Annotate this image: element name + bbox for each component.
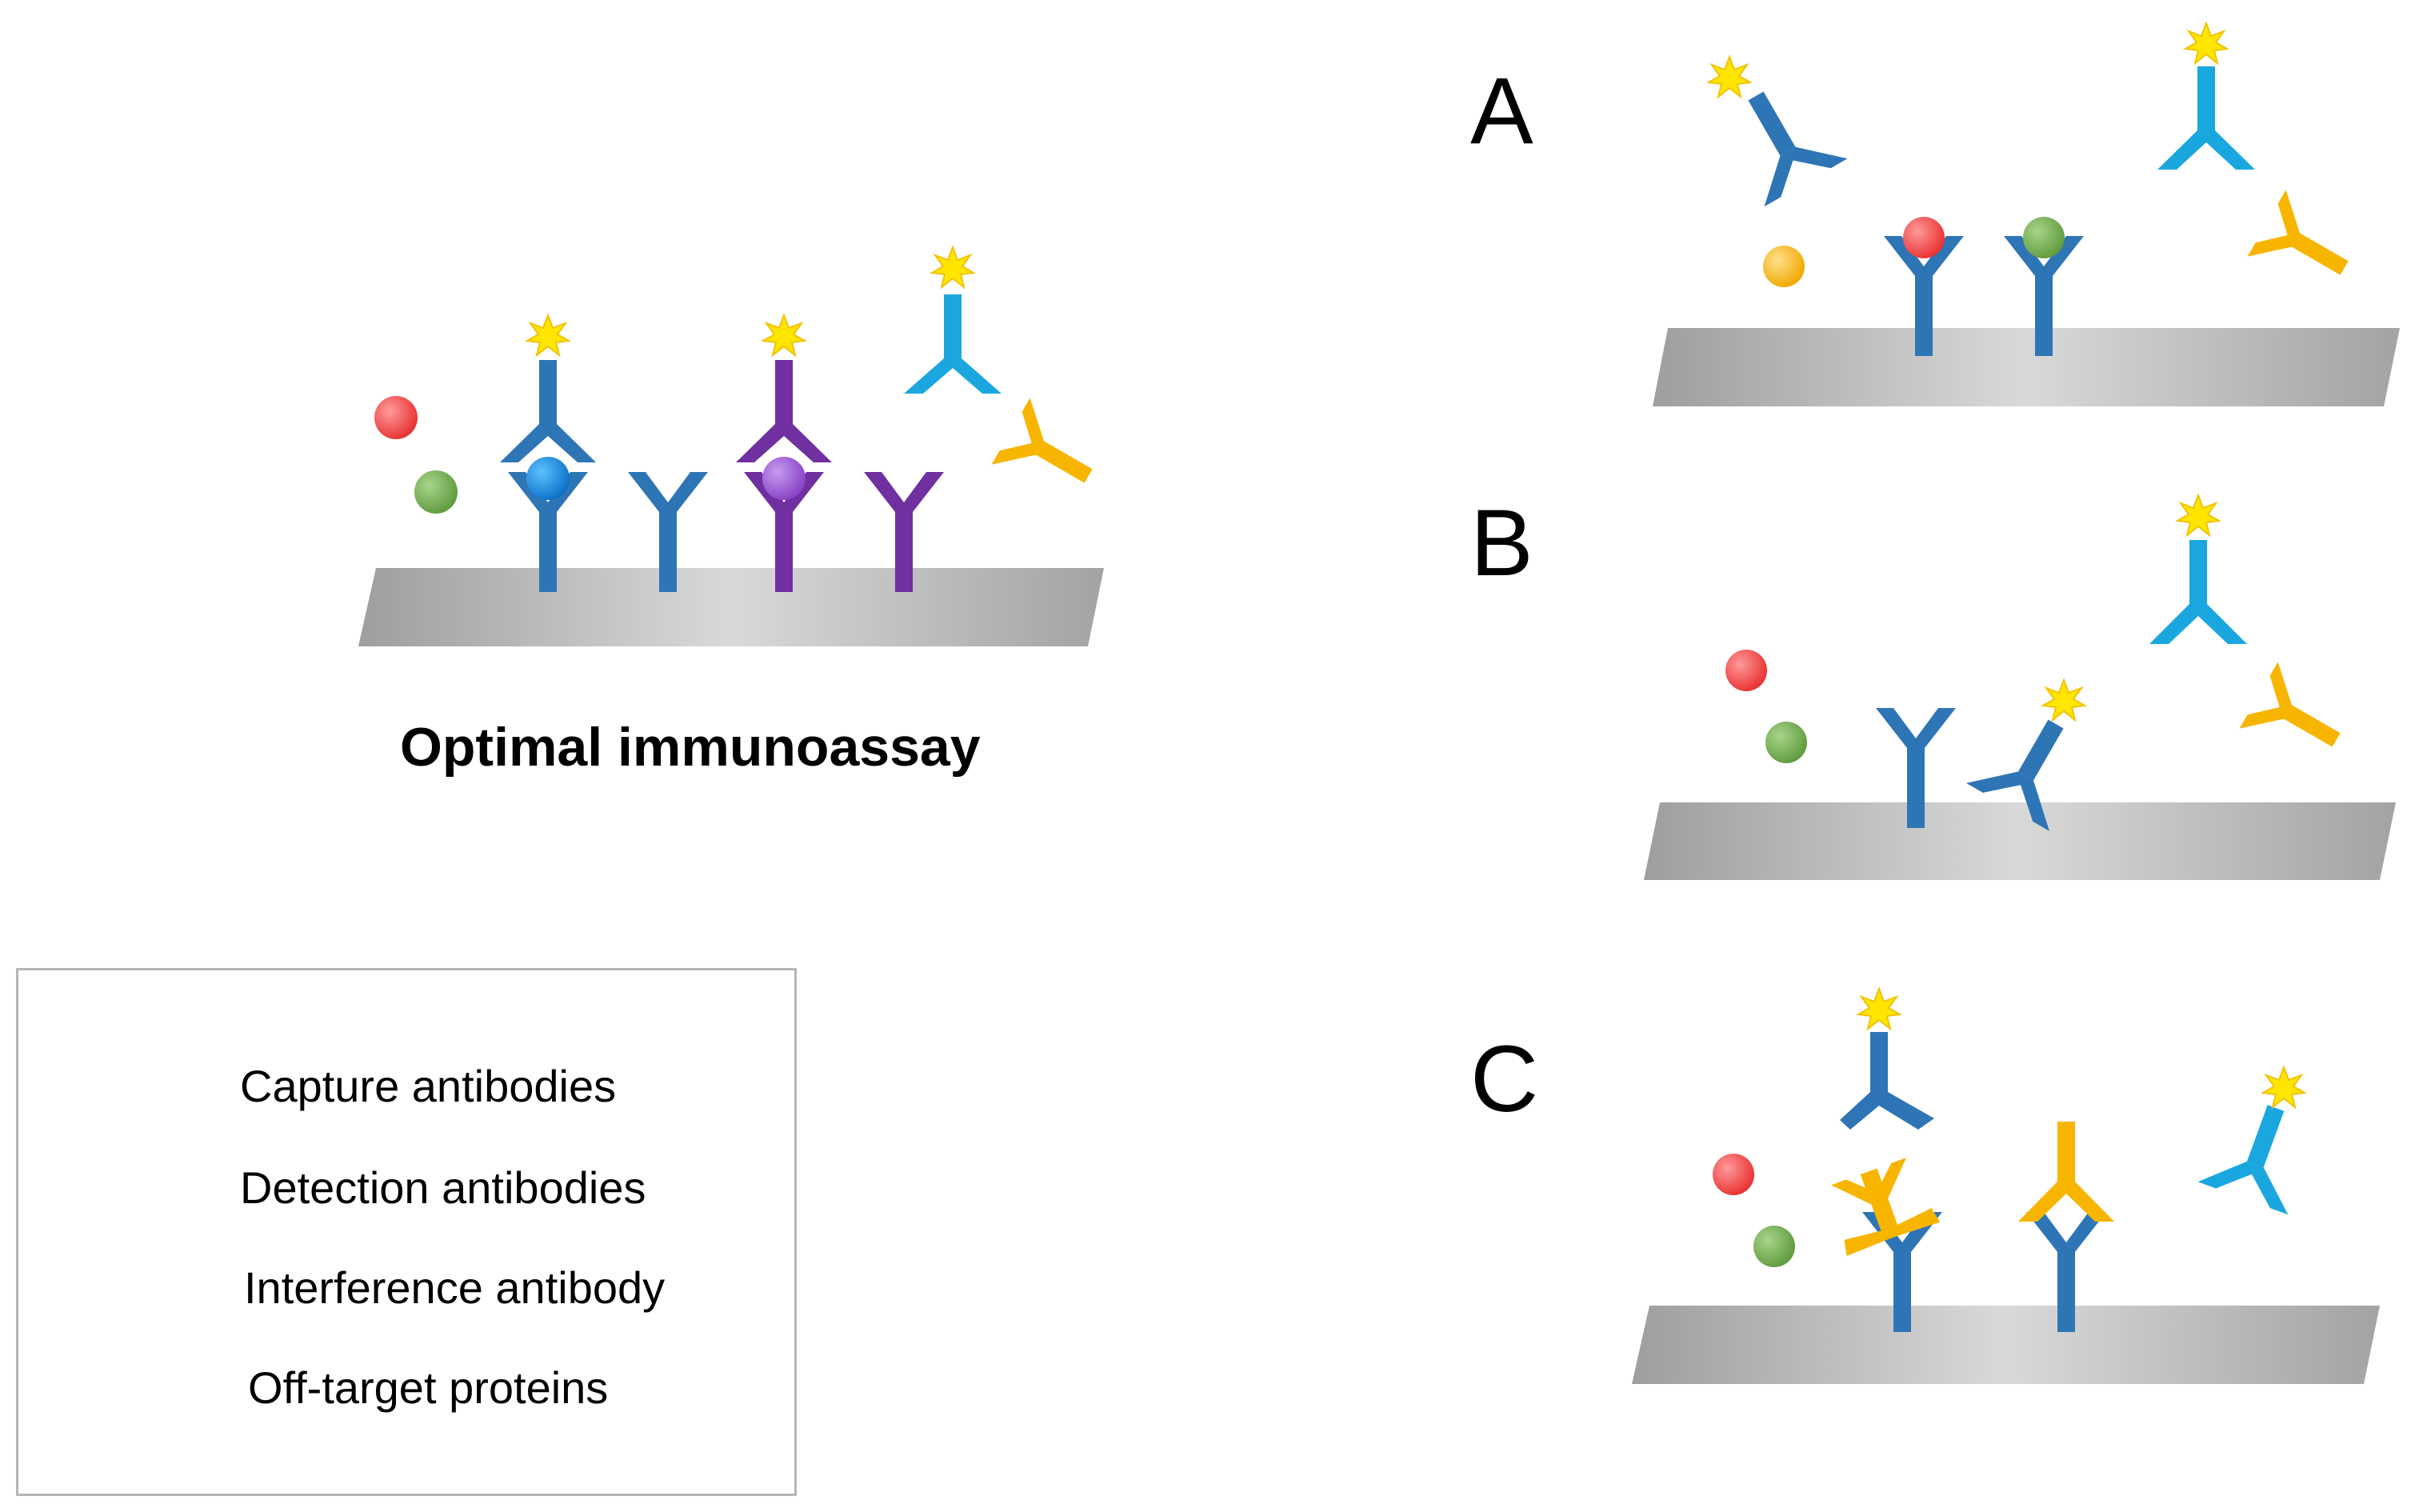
offtarget-green	[414, 470, 458, 514]
panel-a	[1708, 22, 2349, 356]
surface-plate-a	[1653, 328, 2400, 406]
label-star-b1	[2042, 679, 2085, 721]
interference-antibody-a	[2247, 190, 2349, 275]
free-detection-antibody-b	[2149, 540, 2247, 644]
page-title: Optimal immunoassay	[400, 717, 981, 778]
offtarget-red	[374, 396, 418, 439]
detection-antibody-blue	[500, 360, 596, 462]
surface-plate-c	[1632, 1306, 2380, 1384]
analyte-blue	[526, 457, 570, 500]
offtarget-green-c	[1753, 1226, 1795, 1267]
label-star-c1	[1857, 988, 1901, 1030]
interference-antibody-c1	[1831, 1158, 1941, 1256]
panel-label-a: A	[1470, 58, 1533, 164]
surface-plate-optimal	[358, 568, 1104, 646]
detection-antibody-c	[1840, 1032, 1934, 1130]
free-detection-antibody-a	[2157, 66, 2255, 170]
legend-offtarget-label: Off-target proteins	[248, 1362, 609, 1413]
protein-yellow-a	[1763, 246, 1805, 287]
panel-b	[1725, 494, 2341, 831]
offtarget-red-a	[1903, 217, 1945, 258]
interference-antibody	[991, 398, 1093, 483]
label-star-1	[526, 314, 570, 356]
offtarget-green-a	[2023, 217, 2065, 258]
free-detection-antibody-c	[2197, 1105, 2289, 1215]
legend-detection-label: Detection antibodies	[240, 1162, 646, 1213]
legend	[16, 968, 797, 1496]
panel-label-c: C	[1470, 1026, 1539, 1132]
surface-plate-b	[1644, 802, 2396, 880]
detection-antibody-a	[1748, 91, 1848, 207]
free-detection-antibody	[904, 294, 1002, 394]
interference-antibody-c2	[2018, 1122, 2114, 1222]
panel-label-b: B	[1470, 490, 1533, 596]
label-star-a2	[2185, 22, 2228, 64]
label-star-b2	[2177, 494, 2220, 536]
legend-interference-label: Interference antibody	[244, 1262, 666, 1313]
offtarget-red-b	[1725, 650, 1767, 691]
optimal-assay	[374, 246, 1093, 592]
label-star-2	[762, 314, 806, 356]
offtarget-red-c	[1713, 1154, 1754, 1195]
analyte-purple	[762, 457, 806, 500]
detection-antibody-purple	[736, 360, 832, 462]
legend-capture-label: Capture antibodies	[240, 1061, 617, 1111]
label-star-c2	[2262, 1066, 2305, 1108]
label-star-3	[931, 246, 974, 288]
interference-antibody-b	[2239, 662, 2341, 747]
offtarget-green-b	[1765, 722, 1807, 763]
label-star-a1	[1708, 56, 1751, 98]
detection-antibody-b	[1966, 719, 2064, 831]
panel-c	[1713, 988, 2305, 1332]
